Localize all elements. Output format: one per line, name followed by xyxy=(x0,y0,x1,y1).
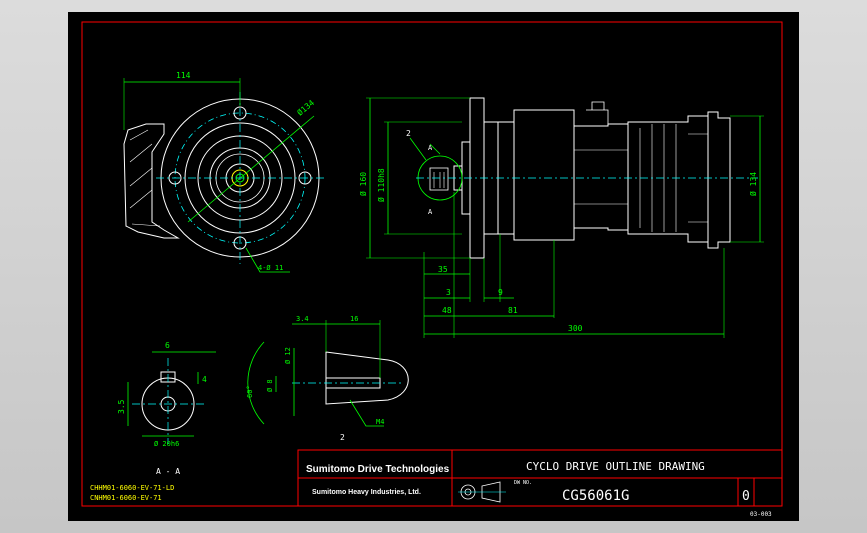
shaft-detail-outline xyxy=(325,351,409,405)
reducer-body xyxy=(483,109,575,241)
phi134-leader xyxy=(187,115,315,223)
projection-cone xyxy=(481,481,501,503)
holes-leader xyxy=(245,247,290,273)
dim-6-label: 6 xyxy=(165,341,170,350)
detail-key xyxy=(429,167,449,191)
shaft-detail xyxy=(247,320,409,427)
section-aa xyxy=(127,351,216,444)
dim-phi134r-label: Ø 134 xyxy=(748,172,758,196)
dim-phi8-label: Ø 8 xyxy=(266,379,274,392)
dim-34-label: 3.4 xyxy=(296,315,309,323)
drawing-title: CYCLO DRIVE OUTLINE DRAWING xyxy=(526,460,705,473)
model-line-1: CHHM01-6060-EV-71-LD xyxy=(90,484,174,492)
drawing-svg: 114 Ø134 4-Ø 11 xyxy=(81,21,783,518)
drawing-number: CG56061G xyxy=(562,488,629,504)
revision-number: 0 xyxy=(742,489,750,504)
bracket-outline xyxy=(123,123,180,239)
side-view-dims xyxy=(366,97,764,338)
bracket-hatch xyxy=(129,129,161,227)
company-brand: Sumitomo Drive Technologies xyxy=(306,464,450,475)
fan-cover-lines xyxy=(574,133,708,223)
dim-phi134-label: Ø134 xyxy=(295,97,316,117)
detail-key-lines xyxy=(433,172,445,188)
drawing-canvas[interactable]: 114 Ø134 4-Ø 11 xyxy=(68,12,799,521)
title-block xyxy=(297,449,783,507)
dim-2-label: 2 xyxy=(340,433,345,442)
m4-leader xyxy=(349,399,384,427)
dim-3-label: 3 xyxy=(446,288,451,297)
dim-35-label: 35 xyxy=(438,265,448,274)
dim-m4-label: M4 xyxy=(376,418,384,426)
dim-4-label: 4 xyxy=(202,375,207,384)
terminal-box xyxy=(586,101,609,124)
detail-label-a-bottom: A xyxy=(428,208,433,216)
model-line-2: CNHM01-6060-EV-71 xyxy=(90,494,162,502)
dim-300-label: 300 xyxy=(568,324,583,333)
dim-81-label: 81 xyxy=(508,306,518,315)
dim-phi12-label: Ø 12 xyxy=(284,347,292,364)
dim-holes-label: 4-Ø 11 xyxy=(258,264,283,272)
dim-16-label: 16 xyxy=(350,315,358,323)
dim-phi110-label: Ø 110h8 xyxy=(376,168,386,202)
dim-phi20-label: Ø 20h6 xyxy=(154,440,179,448)
adaptor xyxy=(573,123,629,231)
detail-leader-2 xyxy=(409,137,427,161)
detail-label-2: 2 xyxy=(406,129,411,138)
detail-label-a-top: A xyxy=(428,144,433,152)
projection-symbol xyxy=(458,481,506,503)
dim-48-label: 48 xyxy=(442,306,452,315)
dim-35b-label: 3.5 xyxy=(117,399,126,414)
dim-114-label: 114 xyxy=(176,71,191,80)
company-sub: Sumitomo Heavy Industries, Ltd. xyxy=(312,489,421,496)
front-view xyxy=(123,78,326,273)
detail-leader-a xyxy=(429,143,441,155)
dim-phi160-label: Ø 160 xyxy=(358,172,368,196)
dim-60-label: 60° xyxy=(246,385,254,398)
dim-60-arc xyxy=(247,341,265,425)
dim-9-label: 9 xyxy=(498,288,503,297)
sheet-code: 03-003 xyxy=(750,511,772,518)
fan-cover xyxy=(707,111,731,249)
sheet-border xyxy=(81,21,783,507)
section-aa-label: A - A xyxy=(156,467,180,476)
drawing-number-small-label: DW NO. xyxy=(514,480,532,486)
